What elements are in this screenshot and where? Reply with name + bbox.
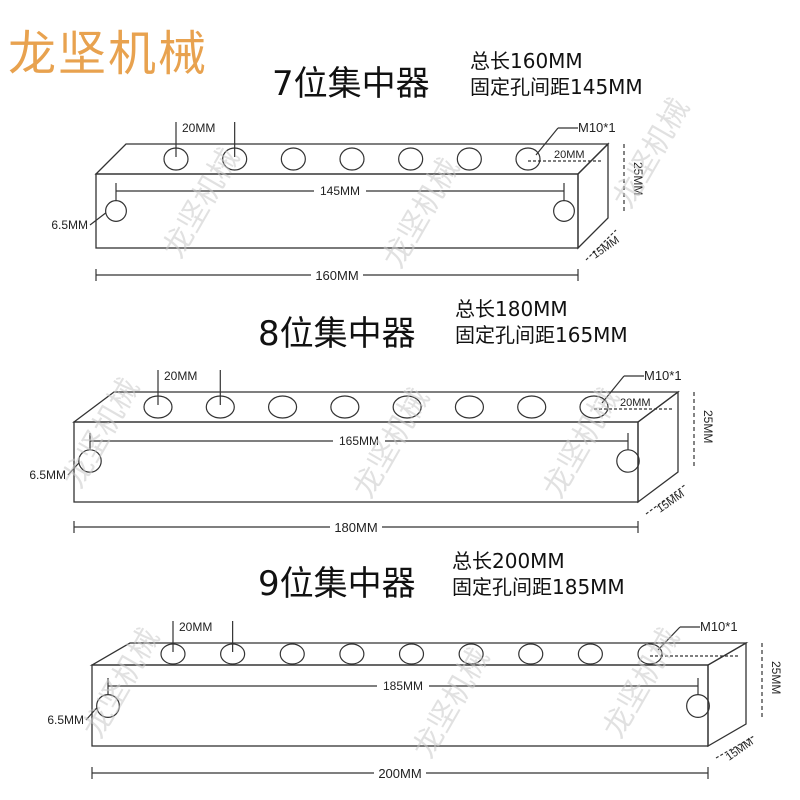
block-side-face [637,390,679,504]
section-title-9: 9位集中器 [258,564,416,604]
thread-leader-line [657,626,681,651]
label-bg [333,433,385,447]
section-spec-8: 总长180MM 固定孔间距165MM [455,296,628,348]
outlet-hole [267,395,298,419]
outlet-hole [454,395,485,419]
mount-hole-left [105,200,127,222]
manifold-block-9: 20MM M10*1 25MM 15MM 185MM 6.5MM 200MM [47,619,783,781]
spec-total-length: 总长200MM [452,549,565,573]
thread-pitch-label: 20MM [620,397,651,409]
mount-hole-diameter-label: 6.5MM [29,468,66,482]
outlet-hole [398,643,425,665]
spec-total-length: 总长180MM [455,297,568,321]
thread-spec-label: M10*1 [700,619,738,634]
length-label: 160MM [315,268,358,283]
outlet-hole [392,395,422,419]
label-bg [374,765,426,780]
depth-label: 15MM [724,736,756,763]
outlet-hole [579,395,609,419]
outlet-hole [458,643,484,665]
depth-label: 15MM [655,488,687,515]
thread-spec-label: M10*1 [644,368,682,383]
outlet-hole [279,643,305,665]
watermark-text: 龙坚机械 [597,623,687,744]
pitch-label: 20MM [182,121,215,135]
thread-spec-label: M10*1 [578,120,616,135]
depth-dimension-line [645,483,687,515]
mount-distance-label: 145MM [320,184,360,198]
section-spec-7: 总长160MM 固定孔间距145MM [470,48,643,100]
depth-dimension-line [585,229,617,261]
pitch-label: 20MM [164,369,197,383]
mount-hole-right [616,449,640,473]
outlet-hole [339,643,365,665]
outlet-hole [330,395,360,419]
watermark-text: 龙坚机械 [157,143,247,264]
manifold-block-7: 20MM M10*1 20MM 25MM 15MM 145MM 6.5MM 160MM [51,120,645,283]
outlet-hole [518,643,544,665]
height-label: 25MM [701,410,715,443]
outlet-hole [577,643,603,665]
mount-hole-diameter-label: 6.5MM [47,713,84,727]
label-bg [377,678,429,692]
watermark-text: 龙坚机械 [377,153,467,274]
spec-hole-distance: 固定孔间距185MM [452,575,625,599]
depth-dimension-line [715,735,755,759]
spec-hole-distance: 固定孔间距165MM [455,323,628,347]
mount-hole-right [553,200,575,222]
block-side-face [577,142,609,250]
diameter-leader-line [89,212,107,226]
depth-label: 15MM [590,234,622,261]
section-title-7: 7位集中器 [272,64,430,104]
spec-total-length: 总长160MM [470,49,583,73]
label-bg [330,519,382,534]
watermark-text: 龙坚机械 [77,623,167,744]
height-label: 25MM [631,162,645,195]
spec-hole-distance: 固定孔间距145MM [470,75,643,99]
mount-hole-diameter-label: 6.5MM [51,218,88,232]
outlet-hole [637,643,663,665]
height-label: 25MM [769,661,783,694]
length-label: 180MM [334,520,377,535]
watermark-text: 龙坚机械 [57,373,147,494]
thread-pitch-label: 20MM [554,149,585,161]
outlet-hole [280,147,306,171]
thread-leader-line [601,375,625,404]
outlet-hole [339,147,365,171]
mount-distance-label: 185MM [383,679,423,693]
brand-logo: 龙坚机械 [8,26,209,82]
block-side-face [707,641,747,748]
mount-hole-right [686,694,710,718]
diameter-leader-line [67,462,80,476]
outlet-hole [456,147,482,171]
section-spec-9: 总长200MM 固定孔间距185MM [452,548,625,600]
section-title-8: 8位集中器 [258,314,416,354]
outlet-hole [398,147,424,171]
diameter-leader-line [85,707,98,721]
outlet-hole [515,147,541,171]
pitch-label: 20MM [179,620,212,634]
label-bg [311,267,363,282]
mount-distance-label: 165MM [339,434,379,448]
label-bg [314,183,366,197]
outlet-hole [517,395,547,419]
thread-leader-line [535,127,559,156]
watermark-text: 龙坚机械 [607,93,697,214]
length-label: 200MM [378,766,421,781]
